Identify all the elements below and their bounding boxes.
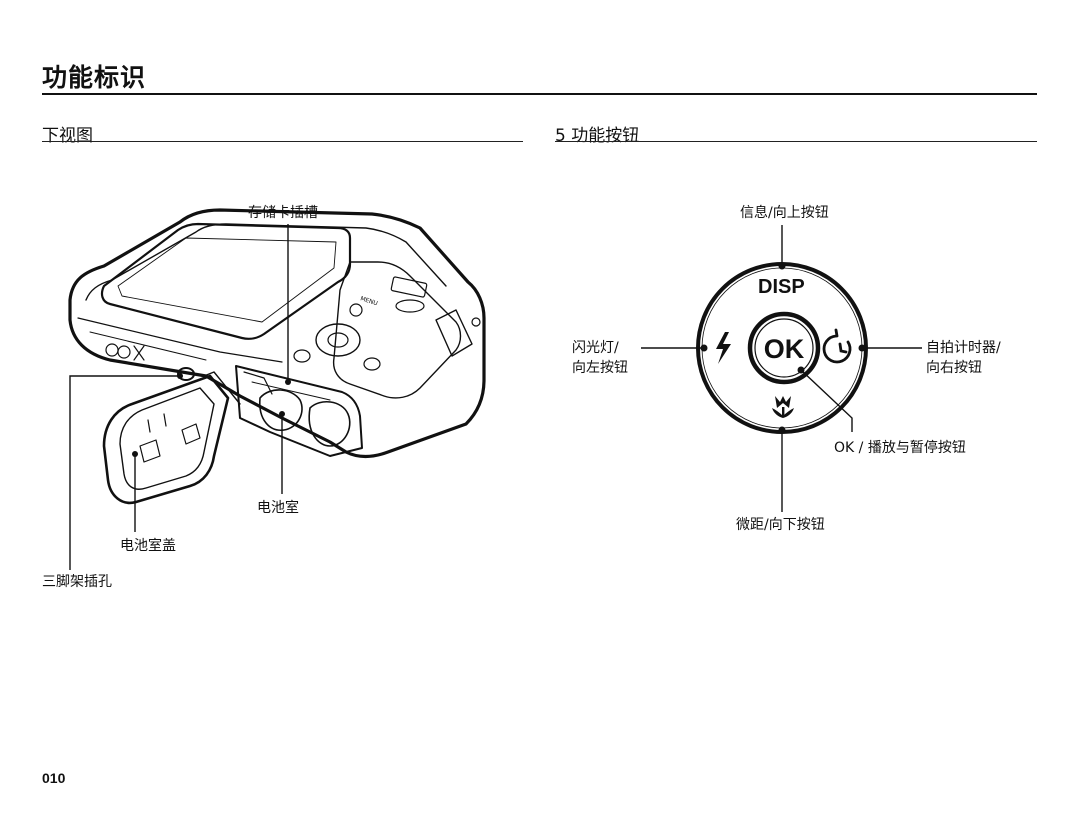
label-timer-right-1: 自拍计时器/ xyxy=(926,340,1001,356)
section-divider-left xyxy=(42,141,523,142)
section-divider-right xyxy=(555,141,1037,142)
self-timer-icon xyxy=(822,328,852,364)
label-battery-cover: 电池室盖 xyxy=(120,538,176,554)
label-timer-right-2: 向右按钮 xyxy=(926,360,982,376)
ok-button-text: OK xyxy=(764,334,805,364)
label-battery-chamber: 电池室 xyxy=(257,500,299,516)
label-card-slot: 存储卡插槽 xyxy=(248,205,318,221)
label-tripod-socket: 三脚架插孔 xyxy=(42,574,112,590)
ok-button-ring xyxy=(747,311,821,385)
page-title: 功能标识 xyxy=(42,63,147,92)
label-ok-play: OK / 播放与暂停按钮 xyxy=(834,440,966,456)
label-flash-left-1: 闪光灯/ xyxy=(572,340,619,356)
label-macro-down: 微距/向下按钮 xyxy=(736,517,825,533)
page-number: 010 xyxy=(42,770,66,786)
title-divider xyxy=(42,93,1037,95)
disp-button-text: DISP xyxy=(758,276,805,298)
label-disp-up: 信息/向上按钮 xyxy=(740,205,829,221)
flash-icon xyxy=(716,332,731,364)
macro-tulip-icon xyxy=(772,396,794,418)
label-flash-left-2: 向左按钮 xyxy=(572,360,628,376)
